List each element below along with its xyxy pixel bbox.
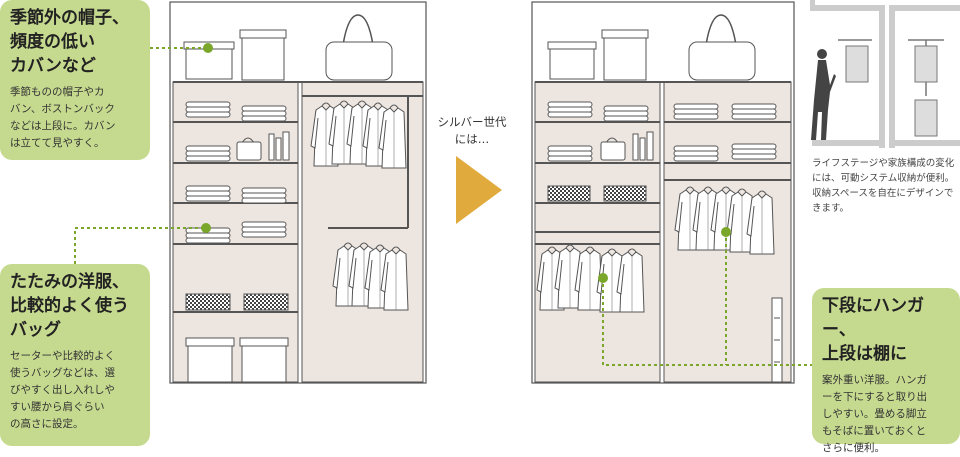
duffle-bag-icon bbox=[325, 14, 393, 81]
marker-dot bbox=[721, 227, 731, 237]
handbag-icon bbox=[600, 137, 626, 161]
woman-silhouette-icon bbox=[811, 49, 836, 140]
movable-hanger-illustration bbox=[810, 0, 960, 150]
leader-lines bbox=[74, 43, 812, 366]
callout-offseason-items: 季節外の帽子、 頻度の低い カバンなど 季節ものの帽子やカ バン、ボストンバック… bbox=[0, 0, 150, 160]
arrow-icon bbox=[456, 156, 502, 224]
marker-dot bbox=[203, 43, 213, 53]
hanging-shirt-icon bbox=[914, 45, 938, 137]
callout-offseason-title: 季節外の帽子、 頻度の低い カバンなど bbox=[10, 8, 129, 76]
closet-before bbox=[169, 1, 427, 384]
basket-icon bbox=[185, 293, 231, 311]
hat-box-icon bbox=[241, 35, 285, 81]
basket-icon bbox=[547, 185, 591, 202]
silver-generation-label: シルバー世代 には… bbox=[437, 115, 507, 146]
handbag-icon bbox=[236, 137, 262, 161]
duffle-bag-icon bbox=[688, 14, 756, 81]
bottles-icon bbox=[268, 131, 290, 161]
stepladder-icon bbox=[771, 297, 783, 383]
movable-system-note: ライフステージや家族構成の変化 には、可動システム収納が便利。 収納スペースを自… bbox=[812, 158, 955, 214]
marker-dot bbox=[598, 273, 608, 283]
basket-icon bbox=[243, 293, 289, 311]
callout-folded-title: たたみの洋服、 比較的よく使う バッグ bbox=[10, 272, 129, 340]
callout-offseason-body: 季節ものの帽子やカ バン、ボストンバック などは上段に。カバン は立てて見やすく… bbox=[10, 86, 116, 149]
hat-box-icon bbox=[549, 44, 595, 80]
closet-after bbox=[531, 1, 795, 384]
bottles-icon bbox=[632, 131, 654, 161]
hanging-shirt-icon bbox=[845, 45, 869, 83]
callout-folded-body: セーターや比較的よく 使うバッグなどは、選 びやすく出し入れしや すい腰から肩ぐ… bbox=[10, 350, 115, 430]
basket-icon bbox=[603, 185, 647, 202]
callout-folded-clothes: たたみの洋服、 比較的よく使う バッグ セーターや比較的よく 使うバッグなどは、… bbox=[0, 264, 150, 446]
callout-hanger-title: 下段にハンガー、 上段は棚に bbox=[822, 296, 924, 364]
marker-dot bbox=[201, 223, 211, 233]
